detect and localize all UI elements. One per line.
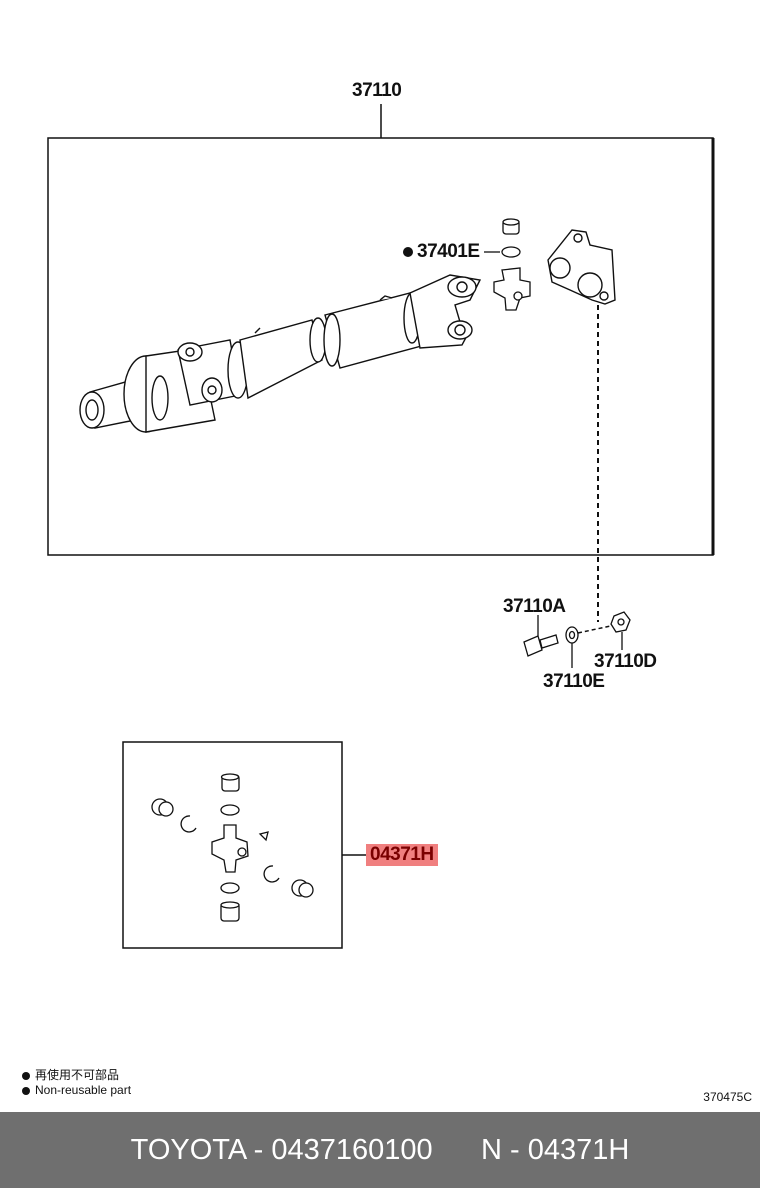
spider-parts	[493, 218, 531, 311]
propeller-shaft	[79, 274, 482, 433]
footer-part-number: TOYOTA - 0437160100	[130, 1133, 433, 1166]
callout-37110A[interactable]: 37110A	[503, 596, 566, 617]
non-reusable-dot	[403, 247, 413, 257]
repair-kit-frame	[122, 741, 343, 949]
callout-04371H[interactable]: 04371H	[366, 844, 438, 866]
legend-japanese: 再使用不可部品	[22, 1066, 119, 1083]
diagram-id: 370475C	[703, 1090, 752, 1104]
callout-37110[interactable]: 37110	[352, 80, 402, 101]
callout-37110E[interactable]: 37110E	[543, 671, 605, 692]
legend-english: Non-reusable part	[22, 1083, 131, 1097]
center-bearing	[547, 229, 616, 305]
footer-bar: TOYOTA - 0437160100 N - 04371H	[0, 1112, 760, 1188]
repair-kit-parts	[151, 773, 314, 922]
footer-ref: N - 04371H	[481, 1133, 630, 1166]
bullet-icon	[22, 1071, 30, 1080]
fasteners	[523, 611, 631, 657]
callout-37110D[interactable]: 37110D	[594, 651, 657, 672]
bullet-icon	[22, 1086, 30, 1095]
callout-37401E[interactable]: 37401E	[417, 241, 480, 262]
